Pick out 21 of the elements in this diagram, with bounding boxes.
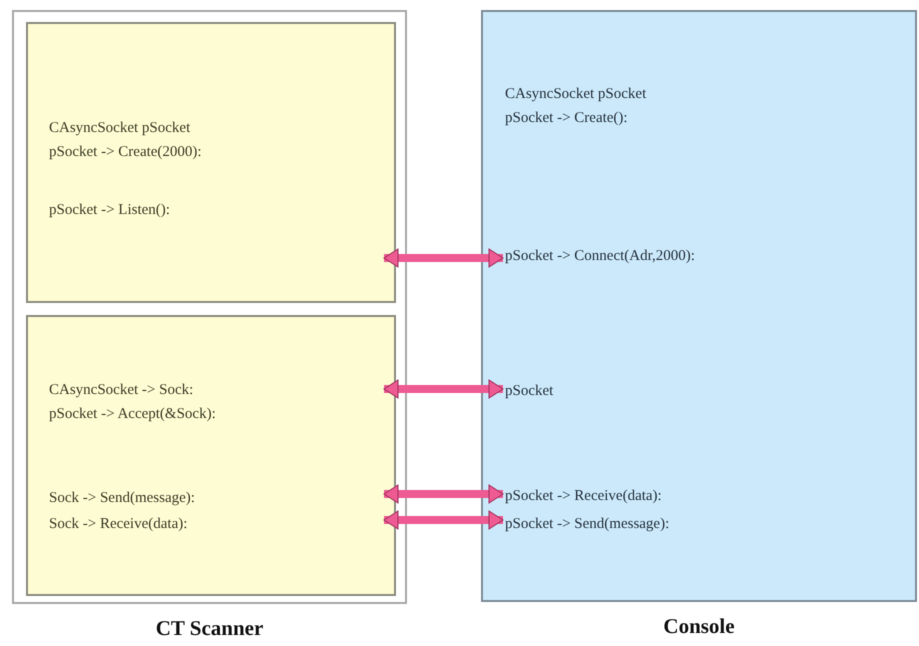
double-arrow [384, 510, 504, 530]
code-line: pSocket -> Create(): [505, 109, 629, 128]
code-line: pSocket -> Accept(&Sock): [49, 405, 217, 424]
code-line: CAsyncSocket -> Sock: [49, 381, 194, 400]
code-line: pSocket -> Create(2000): [49, 143, 203, 162]
code-line: pSocket -> Send(message): [505, 512, 670, 536]
code-line: CAsyncSocket pSocket [505, 85, 646, 104]
code-line: Sock -> Receive(data): [49, 512, 385, 536]
code-panel [26, 22, 396, 303]
panel-heading: CT Scanner [154, 616, 264, 641]
double-arrow [384, 484, 504, 504]
code-line: pSocket -> Receive(data): [505, 484, 662, 508]
code-line: pSocket -> Listen(): [49, 198, 385, 222]
panel-heading: Console [662, 614, 736, 639]
code-line: Sock -> Send(message): [49, 486, 385, 510]
code-line: CAsyncSocket pSocket [49, 119, 192, 138]
code-line: pSocket [505, 379, 554, 403]
code-panel [26, 315, 396, 596]
double-arrow [384, 248, 504, 268]
double-arrow [384, 380, 504, 398]
code-line: pSocket -> Connect(Adr,2000): [505, 244, 695, 268]
